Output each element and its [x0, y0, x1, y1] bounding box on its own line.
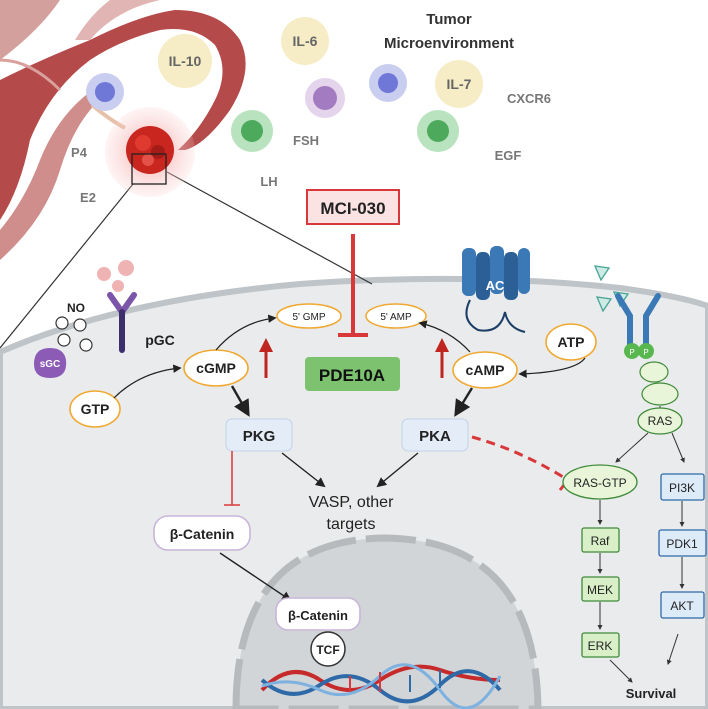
- ras-gtp-label: RAS-GTP: [573, 476, 626, 490]
- pkg-node: PKG: [225, 418, 293, 452]
- cxcr6-label: CXCR6: [507, 91, 551, 106]
- phospho-label-2: P: [643, 348, 648, 357]
- tme-title-line2: Microenvironment: [384, 35, 514, 52]
- pdk1-label: PDK1: [666, 537, 698, 551]
- gtp-node: GTP: [69, 390, 121, 428]
- nuclear-beta-catenin: β-Catenin: [275, 597, 361, 631]
- tcf-label: TCF: [316, 643, 339, 657]
- il10-label: IL-10: [169, 53, 202, 69]
- beta-catenin-label: β-Catenin: [170, 526, 235, 542]
- mapk-arrows: [597, 500, 633, 683]
- survival-label: Survival: [626, 686, 677, 701]
- gmp5-label: 5' GMP: [292, 312, 325, 323]
- no-molecules: NO: [55, 301, 93, 352]
- mci030-inhibition-line: [338, 234, 368, 337]
- vasp-arrows: [281, 452, 419, 488]
- nucleus: [232, 534, 542, 709]
- camp-arrows: [418, 320, 586, 417]
- adaptor-proteins: [639, 361, 679, 413]
- cgmp-increase-arrow: [259, 338, 273, 378]
- pkg-label: PKG: [243, 428, 276, 445]
- pka-label: PKA: [419, 428, 451, 445]
- rtk-receptor: P P: [615, 293, 661, 359]
- nuclear-beta-catenin-label: β-Catenin: [288, 608, 348, 623]
- mci030-label: MCI-030: [320, 199, 385, 218]
- cgmp-node: cGMP: [183, 349, 249, 387]
- cgmp-label: cGMP: [196, 360, 236, 376]
- sgc-label: sGC: [40, 359, 61, 370]
- pde10a-label: PDE10A: [319, 366, 385, 385]
- ac-enzyme: AC: [462, 246, 530, 333]
- zoom-lines: [0, 171, 373, 349]
- il6-label: IL-6: [293, 33, 318, 49]
- ac-label: AC: [486, 278, 505, 293]
- erk-node: ERK: [581, 632, 620, 658]
- atp-node: ATP: [545, 323, 597, 361]
- amp5-label: 5' AMP: [380, 312, 412, 323]
- mci030-drug-box: MCI-030: [306, 189, 400, 225]
- tme-title-line1: Tumor: [426, 11, 472, 28]
- tcf-node: TCF: [310, 631, 346, 667]
- amp5-node: 5' AMP: [365, 303, 427, 329]
- il6-cytokine: IL-6: [281, 17, 329, 65]
- pi3k-label: PI3K: [669, 481, 695, 495]
- camp-node: cAMP: [452, 351, 518, 389]
- pink-ligands: [97, 260, 134, 292]
- green-immune-cell-1: [231, 110, 273, 152]
- green-immune-cell-2: [417, 110, 459, 152]
- pde10a-enzyme: PDE10A: [305, 357, 400, 391]
- camp-increase-arrow: [435, 338, 449, 378]
- raf-node: Raf: [581, 527, 620, 553]
- sgc-enzyme: sGC: [34, 348, 67, 378]
- pka-node: PKA: [401, 418, 469, 452]
- atp-label: ATP: [558, 334, 585, 350]
- raf-label: Raf: [591, 534, 610, 548]
- fsh-label: FSH: [293, 133, 319, 148]
- akt-node: AKT: [660, 591, 705, 619]
- cgmp-arrows: [113, 314, 292, 602]
- lh-label: LH: [260, 174, 277, 189]
- phospho-label-1: P: [629, 348, 634, 357]
- pi3k-node: PI3K: [660, 473, 705, 501]
- il10-cytokine: IL-10: [158, 34, 212, 88]
- pdk1-node: PDK1: [658, 529, 707, 557]
- camp-label: cAMP: [466, 362, 505, 378]
- pi3k-arrows: [666, 501, 685, 665]
- mek-node: MEK: [581, 576, 620, 602]
- ras-label: RAS: [648, 414, 673, 428]
- pgc-label: pGC: [145, 332, 175, 348]
- e2-label: E2: [80, 190, 96, 205]
- erk-label: ERK: [588, 639, 613, 653]
- blue-immune-cell-1: [86, 73, 124, 111]
- vasp-label-line1: VASP, other: [309, 494, 394, 511]
- purple-immune-cell: [305, 78, 345, 118]
- egf-label: EGF: [495, 148, 522, 163]
- no-label: NO: [67, 301, 85, 315]
- ras-node: RAS: [637, 407, 683, 435]
- ras-gtp-node: RAS-GTP: [562, 464, 638, 500]
- akt-label: AKT: [670, 599, 694, 613]
- ras-branch-arrows: [615, 432, 685, 463]
- p4-label: P4: [71, 145, 88, 160]
- pgc-receptor: pGC: [107, 292, 175, 353]
- beta-catenin-node: β-Catenin: [153, 515, 251, 551]
- gtp-label: GTP: [81, 401, 110, 417]
- mek-label: MEK: [587, 583, 613, 597]
- il7-label: IL-7: [447, 76, 472, 92]
- gmp5-node: 5' GMP: [276, 303, 342, 329]
- tumor: [105, 107, 195, 197]
- il7-cytokine: IL-7: [435, 60, 483, 108]
- blue-immune-cell-2: [369, 64, 407, 102]
- dna-helix: [260, 663, 502, 709]
- vasp-label-line2: targets: [327, 516, 376, 533]
